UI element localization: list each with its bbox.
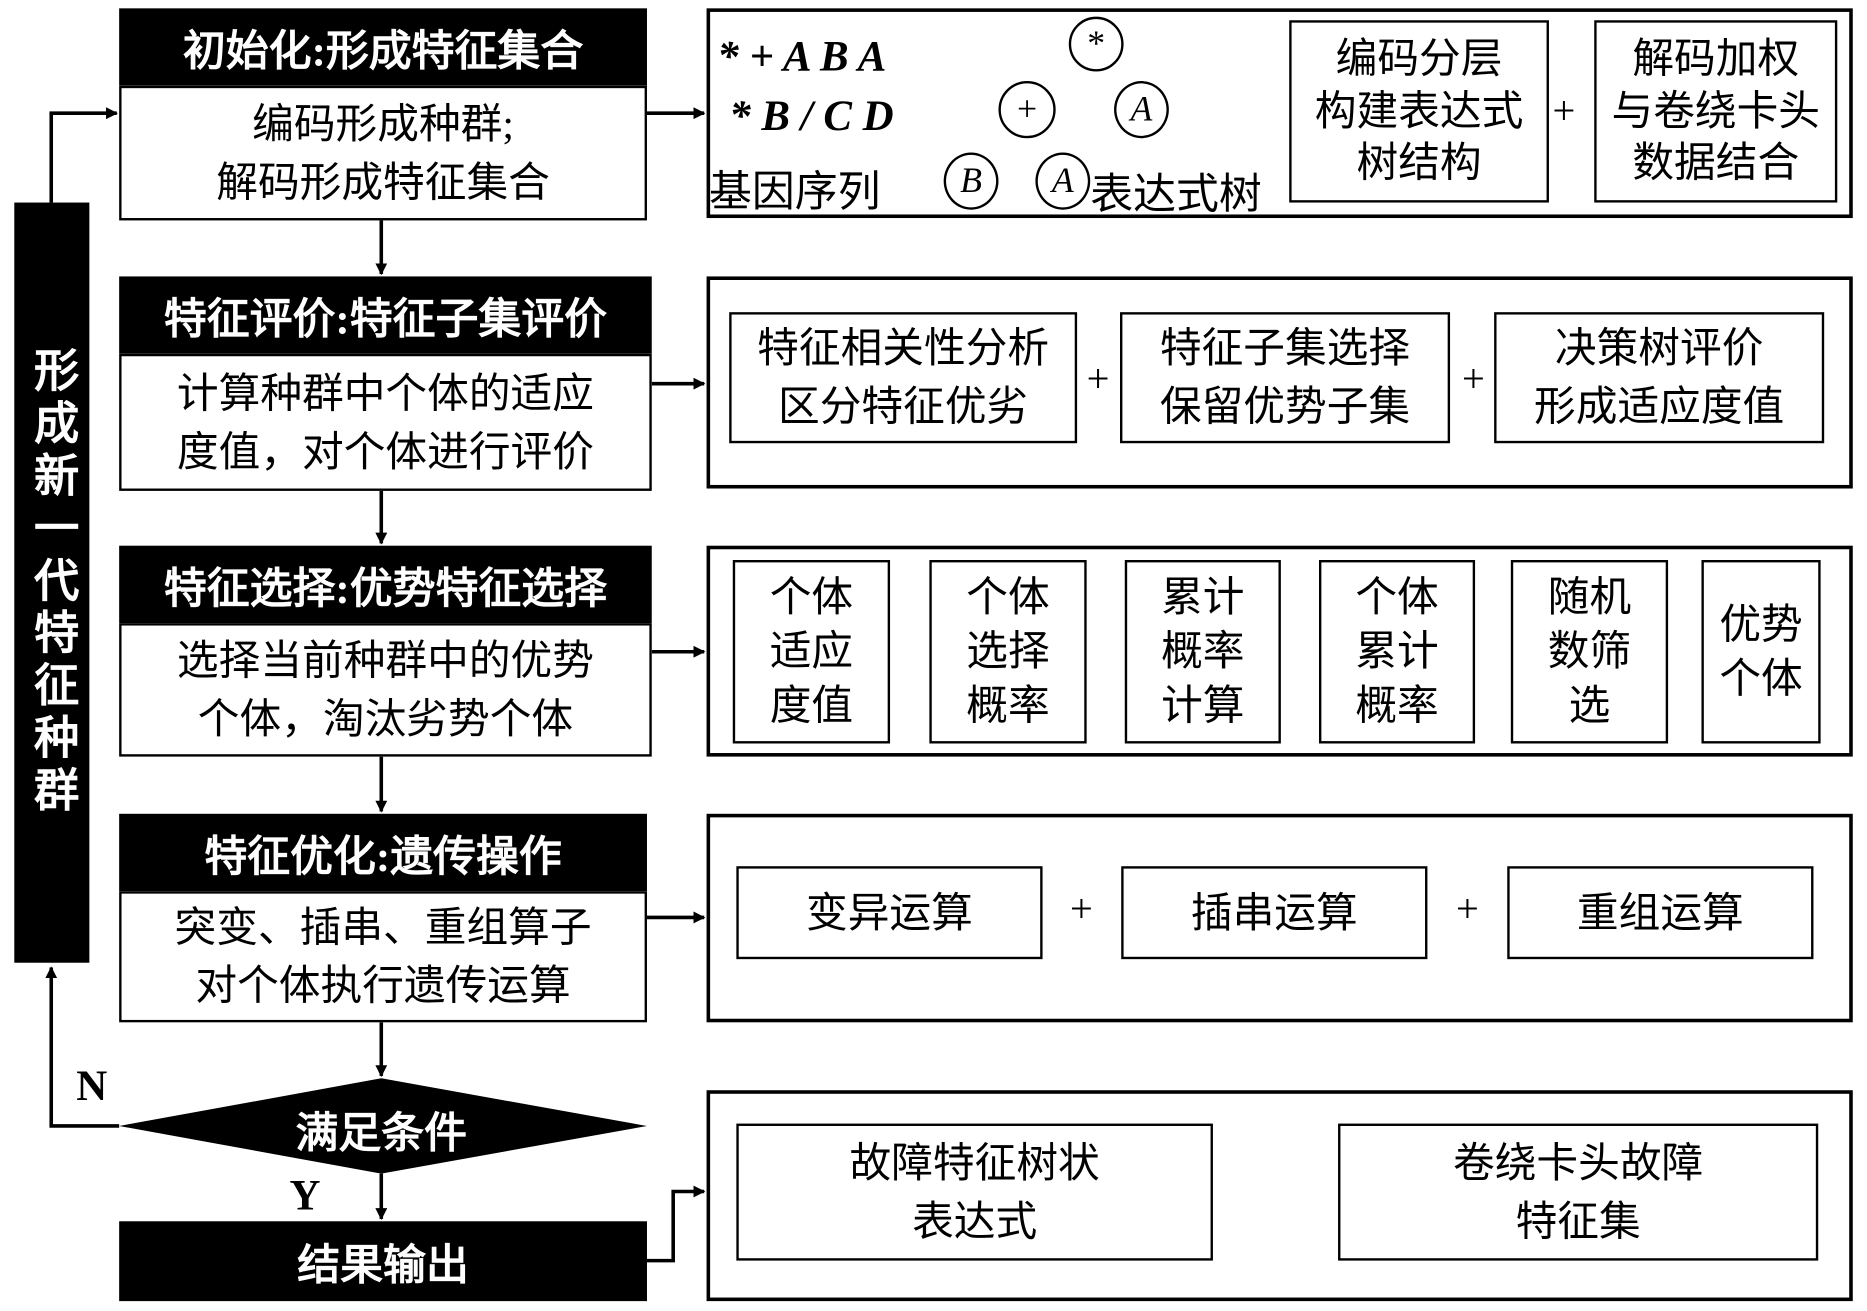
decode-weight-box: 解码加权与卷绕卡头数据结合 (1594, 20, 1838, 203)
step-eval-body: 计算种群中个体的适应度值，对个体进行评价 (119, 353, 652, 491)
text-line: 特征子集选择 (1159, 325, 1411, 372)
text-line: 个体 (1719, 655, 1803, 702)
fault-tree-expression-box: 故障特征树状表达式 (736, 1123, 1213, 1261)
text-line: 保留优势子集 (1159, 383, 1411, 431)
tree-node: + (998, 81, 1056, 139)
text-line: 计算种群中个体的适应 (176, 369, 594, 417)
fault-feature-set-box: 卷绕卡头故障特征集 (1338, 1123, 1819, 1261)
text-line: 对个体执行遗传运算 (195, 962, 571, 1010)
text-line: 编码分层 (1335, 35, 1503, 83)
text-line: 特征相关性分析 (757, 325, 1050, 372)
text-line: 编码形成种群; (252, 100, 514, 148)
text-line: 解码加权 (1632, 35, 1800, 83)
fitness-box: 个体适应度值 (732, 560, 891, 744)
text-line: 卷绕卡头故障 (1453, 1139, 1704, 1187)
step-optimize-header: 特征优化:遗传操作 (119, 813, 647, 892)
text-line: 数筛 (1547, 628, 1632, 675)
decision-tree-box: 决策树评价形成适应度值 (1494, 312, 1825, 444)
text-line: 累计 (1161, 574, 1245, 621)
text-line: 与卷绕卡头 (1611, 87, 1821, 135)
output-box: 结果输出 (119, 1221, 647, 1302)
no-label: N (76, 1061, 108, 1110)
text-line: 度值，对个体进行评价 (176, 428, 594, 475)
text-line: 个体，淘汰劣势个体 (197, 695, 574, 743)
tree-node: A (1035, 152, 1091, 210)
text-line: 适应 (769, 628, 854, 675)
encode-layer-box: 编码分层构建表达式树结构 (1289, 20, 1549, 203)
text-line: 个体 (1355, 574, 1439, 621)
step-eval-header: 特征评价:特征子集评价 (119, 276, 652, 354)
insertion-box: 插串运算 (1121, 866, 1428, 960)
text-line: 形成适应度值 (1534, 383, 1785, 431)
text-line: 随机 (1547, 574, 1632, 621)
correlation-box: 特征相关性分析区分特征优劣 (729, 312, 1078, 444)
subset-selection-box: 特征子集选择保留优势子集 (1120, 312, 1451, 444)
gene-sequence-label: 基因序列 (708, 168, 881, 216)
yes-label: Y (289, 1171, 321, 1219)
selection-prob-box: 个体选择概率 (929, 560, 1087, 744)
text-line: 特征集 (1515, 1198, 1641, 1245)
step-init-body: 编码形成种群; 解码形成特征集合 (119, 85, 647, 221)
random-filter-box: 随机数筛选 (1510, 560, 1669, 744)
step-optimize-body: 突变、插串、重组算子对个体执行遗传运算 (119, 891, 647, 1023)
plus-sign: + (1086, 357, 1110, 402)
text-line: 数据结合 (1632, 139, 1800, 187)
text-line: 累计 (1355, 628, 1439, 675)
text-line: 概率 (1161, 628, 1245, 675)
text-line: 解码形成特征集合 (216, 159, 550, 206)
step-select-header: 特征选择:优势特征选择 (119, 545, 652, 624)
text-line: 个体 (769, 574, 854, 621)
tree-node: B (943, 152, 999, 210)
decision-diamond (119, 1078, 647, 1174)
text-line: 个体 (966, 574, 1050, 621)
tree-node: * (1068, 16, 1124, 72)
tree-node: A (1114, 81, 1169, 139)
gene-sequence-line2: * B / C D (729, 91, 894, 140)
text-line: 构建表达式 (1314, 87, 1524, 135)
plus-sign: + (1069, 887, 1093, 932)
text-line: 区分特征优劣 (778, 383, 1029, 431)
new-generation-bar: 形成新一代特征种群 (14, 202, 90, 963)
plus-sign: + (1461, 357, 1485, 402)
text-line: 概率 (1355, 682, 1439, 729)
text-line: 选择当前种群中的优势 (176, 637, 594, 684)
individual-cumulative-box: 个体累计概率 (1318, 560, 1476, 744)
decision-label: 满足条件 (295, 1109, 468, 1157)
plus-sign: + (1552, 89, 1576, 134)
gene-sequence-line1: * + A B A (717, 32, 887, 80)
text-line: 选 (1568, 682, 1611, 729)
text-line: 树结构 (1356, 139, 1482, 187)
expression-tree-label: 表达式树 (1090, 170, 1262, 219)
text-line: 优势 (1719, 601, 1803, 648)
text-line: 度值 (769, 682, 854, 729)
step-select-body: 选择当前种群中的优势个体，淘汰劣势个体 (119, 623, 652, 757)
step-init-header: 初始化:形成特征集合 (119, 8, 647, 86)
text-line: 突变、插串、重组算子 (174, 904, 592, 951)
cumulative-calc-box: 累计概率计算 (1124, 560, 1281, 744)
dominant-individual-box: 优势个体 (1701, 560, 1821, 744)
text-line: 表达式 (912, 1198, 1038, 1245)
mutation-box: 变异运算 (736, 866, 1043, 960)
text-line: 选择 (966, 628, 1050, 675)
text-line: 概率 (966, 682, 1050, 729)
text-line: 决策树评价 (1554, 325, 1764, 372)
recombination-box: 重组运算 (1507, 866, 1814, 960)
plus-sign: + (1456, 887, 1479, 932)
text-line: 故障特征树状 (849, 1139, 1100, 1187)
text-line: 计算 (1161, 682, 1245, 729)
